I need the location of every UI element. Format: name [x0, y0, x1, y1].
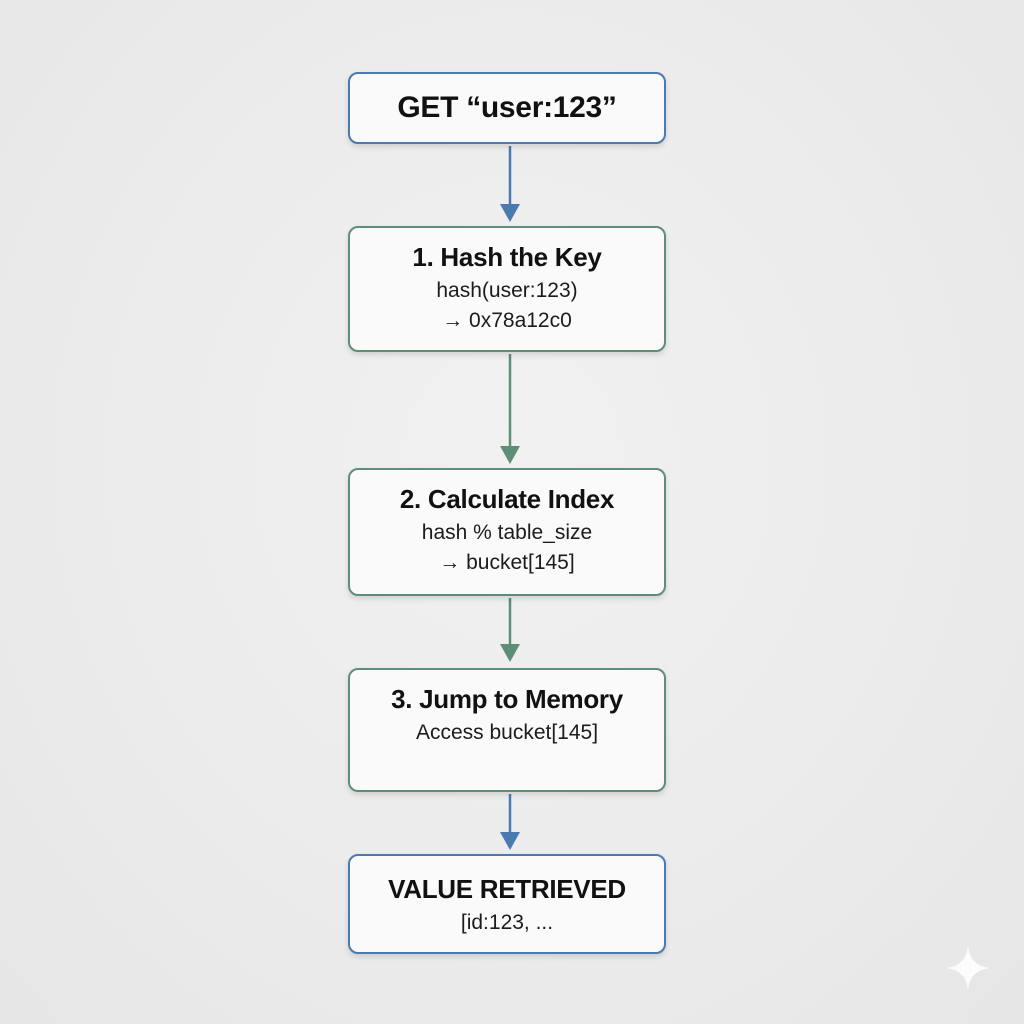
arrow-index-to-jump: [500, 598, 520, 662]
value-retrieved-title: VALUE RETRIEVED: [388, 874, 626, 904]
calculate-index-line-2: → bucket[145]: [439, 551, 575, 574]
value-retrieved-line-1: [id:123, ...: [460, 911, 554, 934]
arrow-jump-to-value: [500, 794, 520, 850]
jump-to-memory-title: 3. Jump to Memory: [391, 684, 623, 714]
sparkle-icon: [946, 946, 990, 990]
calculate-index-line-1: hash % table_size: [421, 521, 593, 544]
arrow-get-to-hash: [500, 146, 520, 222]
arrow-hash-to-index: [500, 354, 520, 464]
calculate-index-node: 2. Calculate Index hash % table_size → b…: [348, 468, 666, 596]
calculate-index-title: 2. Calculate Index: [399, 484, 615, 514]
jump-to-memory-node: 3. Jump to Memory Access bucket[145]: [348, 668, 666, 792]
get-request-title: GET “user:123”: [397, 91, 617, 124]
hash-key-node: 1. Hash the Key hash(user:123) → 0x78a12…: [348, 226, 666, 352]
hash-key-title: 1. Hash the Key: [412, 242, 602, 272]
hash-key-line-1: hash(user:123): [436, 279, 578, 302]
hash-key-line-2: → 0x78a12c0: [442, 309, 572, 332]
get-request-node: GET “user:123”: [348, 72, 666, 144]
value-retrieved-node: VALUE RETRIEVED [id:123, ...: [348, 854, 666, 954]
jump-to-memory-line-1: Access bucket[145]: [415, 721, 599, 744]
